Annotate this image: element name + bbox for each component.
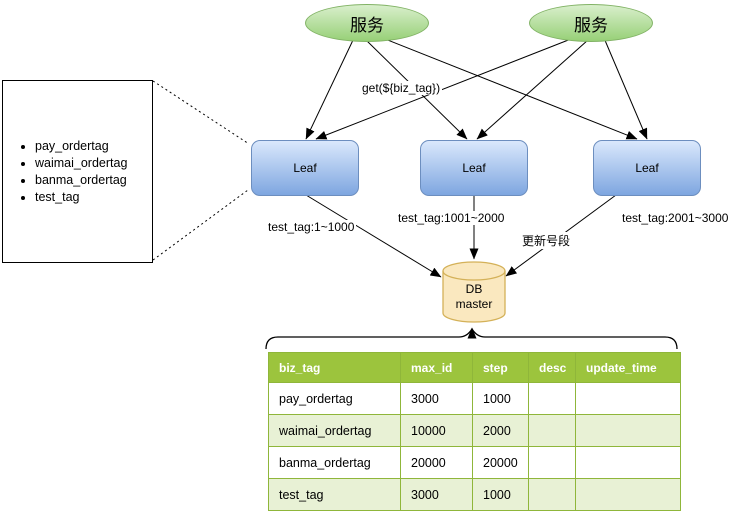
arrow-service2-leaf2 <box>476 39 589 140</box>
tag-list-item: test_tag <box>35 189 127 206</box>
table-header-update-time: update_time <box>575 352 681 383</box>
table-cell: 20000 <box>472 446 529 479</box>
table-cell <box>575 478 681 511</box>
table-row: waimai_ordertag 10000 2000 <box>268 414 681 447</box>
table-cell: banma_ordertag <box>268 446 401 479</box>
table-row: banma_ordertag 20000 20000 <box>268 446 681 479</box>
edge-label-segment-middle: test_tag:1001~2000 <box>396 211 507 225</box>
table-header-step: step <box>472 352 529 383</box>
table-cell <box>528 478 576 511</box>
arrow-service2-leaf3 <box>603 37 648 140</box>
edge-label-get-biz-tag: get(${biz_tag}) <box>360 81 443 95</box>
table-cell: 3000 <box>400 478 473 511</box>
table-row: pay_ordertag 3000 1000 <box>268 382 681 415</box>
service-to-leaf-arrows <box>305 36 648 140</box>
table-cell: 3000 <box>400 382 473 415</box>
table-to-db-brace <box>265 327 678 350</box>
tag-list-item: banma_ordertag <box>35 172 127 189</box>
edge-label-segment-right: test_tag:2001~3000 <box>620 211 731 225</box>
table-header-row: biz_tag max_id step desc update_time <box>268 352 681 383</box>
arrow-service2-leaf1 <box>315 36 577 140</box>
leaf-node-2: Leaf <box>420 140 528 196</box>
table-header-biz-tag: biz_tag <box>268 352 401 383</box>
arrow-leaf1-db <box>305 194 442 278</box>
table-cell: 20000 <box>400 446 473 479</box>
table-cell <box>575 382 681 415</box>
service-node-2: 服务 <box>529 4 653 42</box>
table-header-max-id: max_id <box>400 352 473 383</box>
arrow-service1-leaf3 <box>379 36 638 140</box>
leaf-label: Leaf <box>462 161 486 175</box>
table-cell: 2000 <box>472 414 529 447</box>
arrow-service1-leaf1 <box>305 37 355 140</box>
table-cell <box>575 446 681 479</box>
tag-list: pay_ordertag waimai_ordertag banma_order… <box>3 138 127 206</box>
leaf-node-1: Leaf <box>251 140 359 196</box>
table-cell: pay_ordertag <box>268 382 401 415</box>
table-row: test_tag 3000 1000 <box>268 478 681 511</box>
tag-list-item: pay_ordertag <box>35 138 127 155</box>
dotted-line-bottom <box>152 189 249 261</box>
dotted-line-top <box>152 80 250 145</box>
service-label: 服务 <box>574 15 608 35</box>
leaf-label: Leaf <box>293 161 317 175</box>
leaf-label: Leaf <box>635 161 659 175</box>
service-node-1: 服务 <box>305 4 429 42</box>
edge-label-update-segment: 更新号段 <box>520 232 573 249</box>
segment-table: biz_tag max_id step desc update_time pay… <box>268 352 681 511</box>
table-cell <box>575 414 681 447</box>
table-cell: 1000 <box>472 478 529 511</box>
table-cell <box>528 414 576 447</box>
table-cell <box>528 382 576 415</box>
service-label: 服务 <box>350 15 384 35</box>
tag-box-connectors <box>152 80 250 261</box>
table-header-desc: desc <box>528 352 576 383</box>
edge-label-segment-left: test_tag:1~1000 <box>266 220 357 234</box>
table-cell: 10000 <box>400 414 473 447</box>
table-cell: waimai_ordertag <box>268 414 401 447</box>
db-master-label: DB master <box>455 282 493 311</box>
tag-list-item: waimai_ordertag <box>35 155 127 172</box>
db-cylinder-shape <box>442 261 506 323</box>
tag-list-box: pay_ordertag waimai_ordertag banma_order… <box>2 80 153 263</box>
table-cell <box>528 446 576 479</box>
table-cell: 1000 <box>472 382 529 415</box>
leaf-node-3: Leaf <box>593 140 701 196</box>
table-cell: test_tag <box>268 478 401 511</box>
